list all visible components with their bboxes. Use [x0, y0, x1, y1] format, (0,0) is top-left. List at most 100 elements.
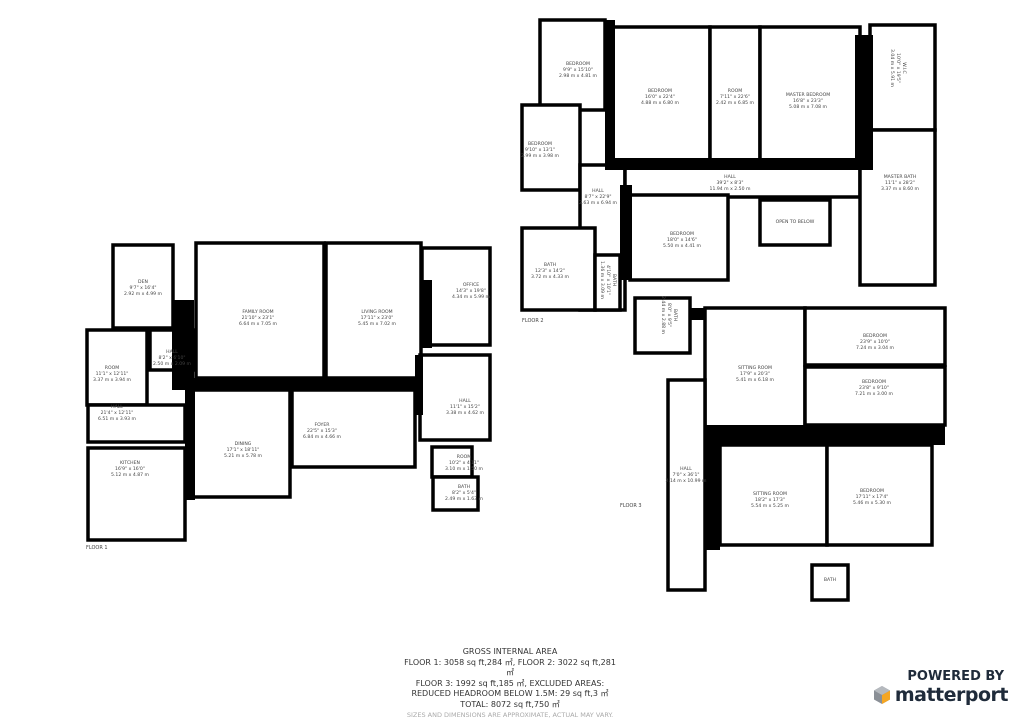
- room-metric: 2.49 m x 1.63 m: [445, 497, 483, 502]
- room-outline: [608, 25, 712, 162]
- room-name: HALL: [592, 189, 604, 194]
- room-name: MASTER BEDROOM: [785, 93, 831, 98]
- room-imperial: 11'1" x 28'2": [885, 181, 915, 186]
- room-name: ROOM: [727, 89, 743, 94]
- room-name: HALL: [111, 405, 123, 410]
- thick-wall: [605, 20, 615, 170]
- room-metric: 3.38 m x 4.62 m: [446, 411, 484, 416]
- room-imperial: 17'9" x 20'3": [740, 372, 770, 377]
- room-imperial: 11'1" x 12'11": [95, 372, 129, 377]
- room-imperial: 4'10" x 10'1": [605, 265, 610, 295]
- room-imperial: 21'10" x 23'1": [241, 316, 275, 321]
- room-name: HALL: [459, 399, 471, 404]
- room-metric: 3.37 m x 8.60 m: [881, 187, 919, 192]
- room-name: HALL: [680, 467, 692, 472]
- room-name: BATH: [611, 273, 616, 287]
- room-name: BEDROOM: [648, 89, 672, 94]
- room-imperial: 8'2" x 6'10": [158, 356, 186, 361]
- room-name: W.I.C: [901, 62, 906, 74]
- matterport-cube-icon: [873, 686, 890, 704]
- disclaimer: SIZES AND DIMENSIONS ARE APPROXIMATE, AC…: [406, 711, 614, 719]
- room-outline: [623, 163, 862, 199]
- summary-title: GROSS INTERNAL AREA: [462, 647, 558, 656]
- room-metric: 2.42 m x 6.85 m: [716, 101, 754, 106]
- room-outline: [420, 246, 492, 347]
- thick-wall: [705, 425, 945, 445]
- room-name: BEDROOM: [670, 232, 694, 237]
- room-imperial: 8'2" x 5'4": [451, 491, 477, 496]
- room-name: OFFICE: [462, 283, 480, 288]
- room-metric: 2.14 m x 10.99 m: [665, 479, 707, 484]
- room-metric: 2.44 m x 2.88 m: [660, 296, 665, 334]
- room-label: BATH: [824, 578, 836, 584]
- room-imperial: 18'2" x 17'3": [755, 498, 785, 503]
- room-metric: 1.36 m x 3.09 m: [599, 261, 604, 299]
- room-outline: [810, 563, 850, 602]
- floor-label: FLOOR 1: [86, 545, 108, 551]
- room-metric: 5.08 m x 7.08 m: [789, 105, 827, 110]
- thick-wall: [185, 378, 420, 390]
- room-name: SITTING ROOM: [753, 492, 787, 497]
- room-name: SITTING ROOM: [738, 366, 772, 371]
- room-name: ROOM: [456, 455, 472, 460]
- room-metric: 5.54 m x 5.25 m: [751, 504, 789, 509]
- room-metric: 7.21 m x 3.00 m: [855, 392, 893, 397]
- room-imperial: 10'2" x 4'11": [449, 461, 479, 466]
- room-outline: [86, 446, 187, 542]
- room-name: KITCHEN: [120, 461, 140, 466]
- room-metric: 5.12 m x 4.87 m: [111, 473, 149, 478]
- room-metric: 2.63 m x 6.94 m: [579, 201, 617, 206]
- room-name: MASTER BATH: [883, 175, 917, 180]
- room-name: HALL: [724, 175, 736, 180]
- room-imperial: 17'11" x 17'4": [855, 495, 889, 500]
- room-name: BEDROOM: [566, 62, 590, 67]
- room-imperial: 14'3" x 19'8": [456, 289, 486, 294]
- room-imperial: 8'7" x 22'9": [584, 195, 612, 200]
- room-imperial: 17'11" x 23'0": [360, 316, 394, 321]
- thick-wall: [185, 390, 195, 500]
- room-outline: [666, 378, 707, 592]
- room-metric: 5.46 m x 5.30 m: [853, 501, 891, 506]
- room-name: BATH: [543, 263, 557, 268]
- room-metric: 11.94 m x 2.50 m: [709, 187, 751, 192]
- thick-wall: [610, 158, 860, 170]
- summary-line: REDUCED HEADROOM BELOW 1.5M: 29 sq ft,3 …: [411, 689, 609, 698]
- room-name: BEDROOM: [862, 380, 886, 385]
- floor-label: FLOOR 3: [620, 503, 642, 509]
- room-imperial: 7'11" x 22'6": [720, 95, 750, 100]
- room-outline: [633, 296, 692, 355]
- room-metric: 3.10 m x 1.50 m: [445, 467, 483, 472]
- room-name: BEDROOM: [860, 489, 884, 494]
- room-outline: [431, 475, 480, 512]
- room-metric: 2.92 m x 4.99 m: [124, 292, 162, 297]
- room-metric: 7.24 m x 3.04 m: [856, 346, 894, 351]
- room-imperial: 16'9" x 16'0": [115, 467, 145, 472]
- room-name: BATH: [457, 485, 471, 490]
- floor-label: FLOOR 2: [522, 318, 544, 324]
- room-metric: 6.51 m x 3.93 m: [98, 417, 136, 422]
- room-metric: 3.04 m x 5.91 m: [889, 49, 894, 87]
- room-name: BEDROOM: [528, 142, 552, 147]
- room-name: DINING: [234, 442, 252, 447]
